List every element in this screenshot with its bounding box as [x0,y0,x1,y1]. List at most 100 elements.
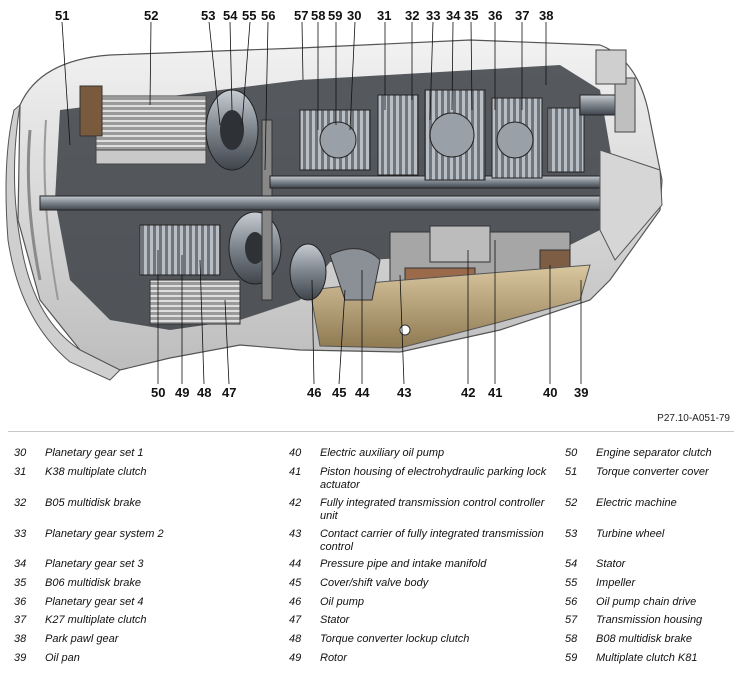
legend-number: 39 [14,652,27,664]
callout-36: 36 [488,8,503,23]
callout-39: 39 [574,385,589,400]
legend-label: Planetary gear set 1 [45,447,144,459]
callout-38: 38 [539,8,554,23]
legend-number: 32 [14,497,27,509]
legend-label: Cover/shift valve body [320,577,429,589]
callout-42: 42 [461,385,476,400]
lower-clutch-assembly [139,224,241,325]
callout-56: 56 [261,8,276,23]
legend-label: Transmission housing [596,614,703,626]
legend-divider [8,431,734,432]
callout-52: 52 [144,8,159,23]
legend-number: 41 [289,466,302,478]
legend-label: Fully integrated transmission control co… [320,497,545,522]
legend-number: 30 [14,447,27,459]
electric-machine [79,85,207,165]
legend-label: Planetary gear set 3 [45,558,144,570]
rear-housing [599,149,663,261]
callout-46: 46 [307,385,322,400]
legend-number: 33 [14,528,27,540]
legend-label: K38 multiplate clutch [45,466,147,478]
callout-53: 53 [201,8,216,23]
legend-number: 48 [289,633,302,645]
oil-pump [289,243,381,301]
callout-45: 45 [332,385,347,400]
legend-label: Stator [320,614,350,626]
leader-lines [61,21,582,385]
legend-label: Oil pump [320,596,365,608]
legend-number: 36 [14,596,27,608]
callout-30: 30 [347,8,362,23]
legend-number: 54 [565,558,578,570]
legend-number: 44 [289,558,302,570]
legend-number: 53 [565,528,578,540]
callout-47: 47 [222,385,237,400]
legend-number: 50 [565,447,578,459]
legend-label: B08 multidisk brake [596,633,692,645]
callout-34: 34 [446,8,461,23]
legend-label: Electric auxiliary oil pump [320,447,445,459]
legend-label: B05 multidisk brake [45,497,141,509]
legend-number: 34 [14,558,27,570]
legend-label: Engine separator clutch [596,447,712,459]
legend-label: Electric machine [596,497,677,509]
legend-number: 45 [289,577,302,589]
legend-number: 58 [565,633,578,645]
legend-number: 47 [289,614,302,626]
callout-57: 57 [294,8,309,23]
transmission-cutaway-illustration [5,21,663,385]
legend-label: Oil pan [45,652,80,664]
legend-number: 40 [289,447,302,459]
callout-31: 31 [377,8,392,23]
legend-label: Planetary gear set 4 [45,596,144,608]
legend-number: 52 [565,497,578,509]
callout-49: 49 [175,385,190,400]
callout-50: 50 [151,385,166,400]
legend-number: 42 [289,497,302,509]
legend-number: 59 [565,652,578,664]
legend-label: Stator [596,558,626,570]
callout-43: 43 [397,385,412,400]
legend-label: Impeller [596,577,636,589]
callout-41: 41 [488,385,503,400]
output-shaft [579,49,636,133]
legend-number: 55 [565,577,578,589]
legend-number: 51 [565,466,578,478]
legend-number: 56 [565,596,578,608]
callout-33: 33 [426,8,441,23]
legend: 30 Planetary gear set 1 31 K38 multiplat… [0,441,742,671]
legend-number: 31 [14,466,27,478]
legend-label: Torque converter cover [596,466,709,478]
callout-40: 40 [543,385,558,400]
callout-37: 37 [515,8,530,23]
legend-label: Planetary gear system 2 [45,528,164,540]
figure-code: P27.10-A051-79 [657,413,730,424]
callout-35: 35 [464,8,479,23]
legend-number: 38 [14,633,27,645]
legend-number: 46 [289,596,302,608]
legend-label: B06 multidisk brake [45,577,141,589]
callout-59: 59 [328,8,343,23]
legend-label: Pressure pipe and intake manifold [320,558,487,570]
legend-label: Rotor [320,652,347,664]
legend-number: 37 [14,614,27,626]
callout-48: 48 [197,385,212,400]
oil-pan [309,264,591,349]
main-shaft [39,175,611,211]
legend-label: Park pawl gear [45,633,119,645]
legend-label: Oil pump chain drive [596,596,697,608]
legend-number: 57 [565,614,578,626]
callout-54: 54 [223,8,238,23]
legend-label: Multiplate clutch K81 [596,652,698,664]
callout-32: 32 [405,8,420,23]
legend-number: 49 [289,652,302,664]
callout-58: 58 [311,8,326,23]
legend-label: K27 multiplate clutch [45,614,147,626]
callout-44: 44 [355,385,370,400]
legend-label: Piston housing of electrohydraulic parki… [320,466,547,491]
legend-label: Turbine wheel [596,528,665,540]
callout-55: 55 [242,8,257,23]
legend-label: Torque converter lockup clutch [320,633,470,645]
legend-label: Contact carrier of fully integrated tran… [320,528,544,553]
legend-number: 43 [289,528,302,540]
